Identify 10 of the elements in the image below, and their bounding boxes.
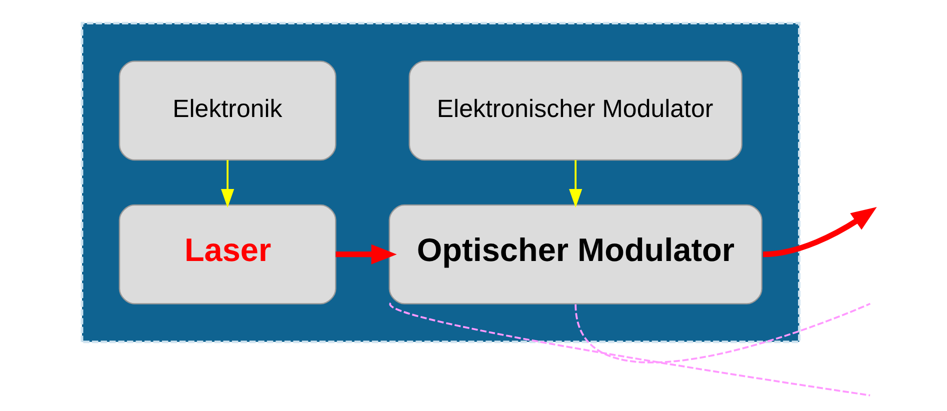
arrow xyxy=(336,244,397,264)
arrow xyxy=(221,160,234,208)
node-box: Elektronik xyxy=(118,60,336,161)
connector xyxy=(574,302,871,364)
node-box: Optischer Modulator xyxy=(388,204,762,304)
connector xyxy=(390,302,870,396)
node-box: Laser xyxy=(118,204,336,304)
cluster xyxy=(80,22,801,344)
node-box: Elektronischer Modulator xyxy=(408,60,742,161)
arrow xyxy=(569,160,582,208)
